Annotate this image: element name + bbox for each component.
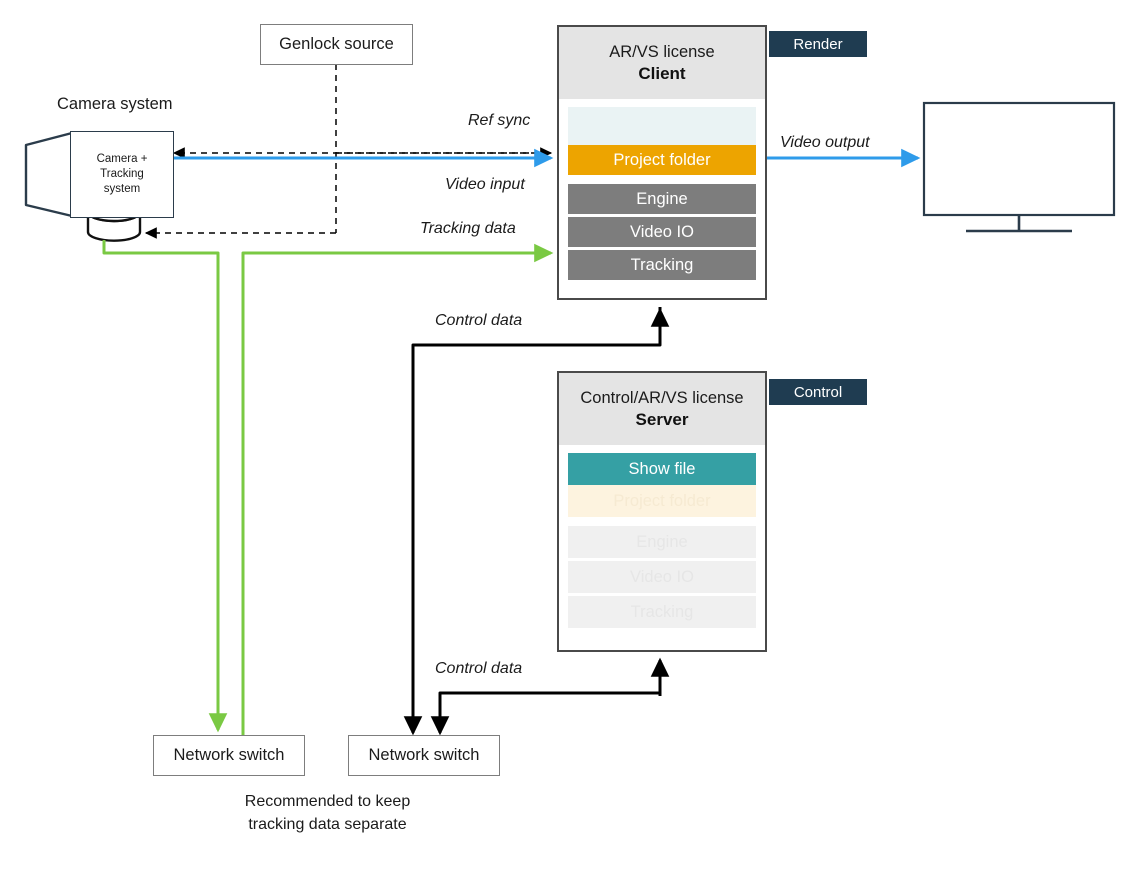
label-video-output: Video output xyxy=(780,134,870,151)
tracking-note-line1: Recommended to keep xyxy=(244,793,411,810)
label-control-data-bottom: Control data xyxy=(435,660,523,677)
server-header: Control/AR/VS license Server xyxy=(559,373,765,445)
client-row-list: Project folder Engine Video IO Tracking xyxy=(559,99,765,289)
genlock-source-label: Genlock source xyxy=(279,35,394,53)
server-row-video-io[interactable]: Video IO xyxy=(568,561,756,593)
client-row-tracking[interactable]: Tracking xyxy=(568,250,756,280)
server-machine-panel[interactable]: Control/AR/VS license Server Show file P… xyxy=(557,371,767,652)
client-row-project-folder[interactable]: Project folder xyxy=(568,145,756,175)
tracking-note: Recommended to keep tracking data separa… xyxy=(165,790,490,836)
label-ref-sync: Ref sync xyxy=(468,112,531,129)
client-row-blank[interactable] xyxy=(568,107,756,145)
client-title-license: AR/VS license xyxy=(609,43,715,62)
server-row-project-folder[interactable]: Project folder xyxy=(568,485,756,517)
label-tracking-data: Tracking data xyxy=(420,220,516,237)
client-row-engine[interactable]: Engine xyxy=(568,184,756,214)
server-title-role: Server xyxy=(635,409,689,429)
control-data-server-line xyxy=(438,691,660,730)
label-control-data-top: Control data xyxy=(435,312,523,329)
server-row-tracking[interactable]: Tracking xyxy=(568,596,756,628)
server-control-badge: Control xyxy=(769,379,867,405)
client-header: AR/VS license Client xyxy=(559,27,765,99)
label-video-input: Video input xyxy=(445,176,525,193)
network-switch-control[interactable]: Network switch xyxy=(348,735,500,776)
client-row-video-io[interactable]: Video IO xyxy=(568,217,756,247)
server-row-list: Show file Project folder Engine Video IO… xyxy=(559,445,765,637)
camera-tracking-system-box[interactable]: Camera + Tracking system xyxy=(70,131,174,218)
server-row-engine[interactable]: Engine xyxy=(568,526,756,558)
camera-box-line2: Tracking xyxy=(100,167,144,180)
client-machine-panel[interactable]: AR/VS license Client Project folder Engi… xyxy=(557,25,767,300)
client-title-role: Client xyxy=(638,63,686,83)
tracking-to-client-line xyxy=(241,243,554,775)
tracking-note-line2: tracking data separate xyxy=(248,816,407,834)
monitor-icon xyxy=(922,101,1116,233)
network-switch-control-label: Network switch xyxy=(368,746,480,764)
network-switch-tracking[interactable]: Network switch xyxy=(153,735,305,776)
server-title-license: Control/AR/VS license xyxy=(580,389,744,408)
tracking-to-switch-line xyxy=(102,240,228,733)
genlock-source-box[interactable]: Genlock source xyxy=(260,24,413,65)
camera-box-line1: Camera + xyxy=(96,152,148,165)
camera-system-caption: Camera system xyxy=(57,95,173,113)
network-switch-tracking-label: Network switch xyxy=(173,746,285,764)
client-render-badge: Render xyxy=(769,31,867,57)
server-row-show-file[interactable]: Show file xyxy=(568,453,756,485)
camera-box-line3: system xyxy=(103,183,141,196)
